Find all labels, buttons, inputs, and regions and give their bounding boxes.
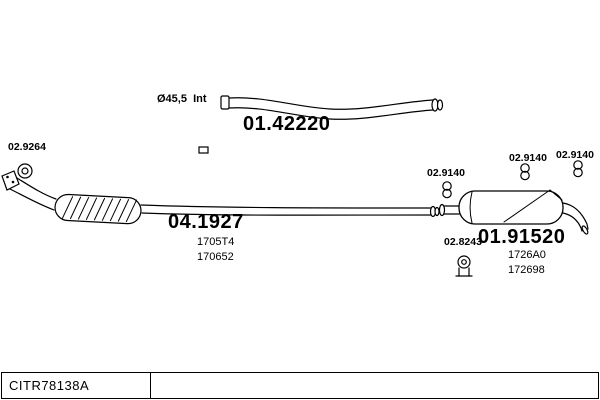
top-pipe-drawing xyxy=(220,95,444,120)
part-number-top-pipe: 01.42220 xyxy=(243,113,331,135)
diameter-note: Ø45,5 Int xyxy=(157,93,207,105)
oem-code-muffler-1: 1726A0 xyxy=(508,249,546,261)
bracket-marker xyxy=(198,146,209,154)
hanger-icon xyxy=(573,160,583,178)
hanger-icon xyxy=(442,181,452,199)
part-number-gasket: 02.9264 xyxy=(8,141,46,153)
muffler-drawing xyxy=(438,189,589,235)
hanger-icon xyxy=(520,163,530,181)
part-number-hanger-2: 02.9140 xyxy=(509,152,547,164)
tailpipe xyxy=(562,202,589,235)
part-number-clamp: 02.8243 xyxy=(444,236,482,248)
part-number-front-pipe: 04.1927 xyxy=(168,211,244,233)
oem-code-front-pipe-1: 1705T4 xyxy=(197,236,235,248)
footer-bar: CITR78138A xyxy=(1,372,599,399)
oem-code-front-pipe-2: 170652 xyxy=(197,251,234,263)
footer-reference-cell: CITR78138A xyxy=(2,373,151,398)
catalytic-converter xyxy=(54,193,142,225)
front-pipe-drawing xyxy=(1,170,440,225)
part-number-hanger-3: 02.9140 xyxy=(556,149,594,161)
clamp-icon xyxy=(455,255,473,277)
gasket-icon xyxy=(17,163,33,179)
catalytic-hatching xyxy=(61,196,138,223)
part-number-muffler: 01.91520 xyxy=(478,226,566,248)
oem-code-muffler-2: 172698 xyxy=(508,264,545,276)
part-number-hanger-1: 02.9140 xyxy=(427,167,465,179)
drawing-reference: CITR78138A xyxy=(9,378,90,393)
